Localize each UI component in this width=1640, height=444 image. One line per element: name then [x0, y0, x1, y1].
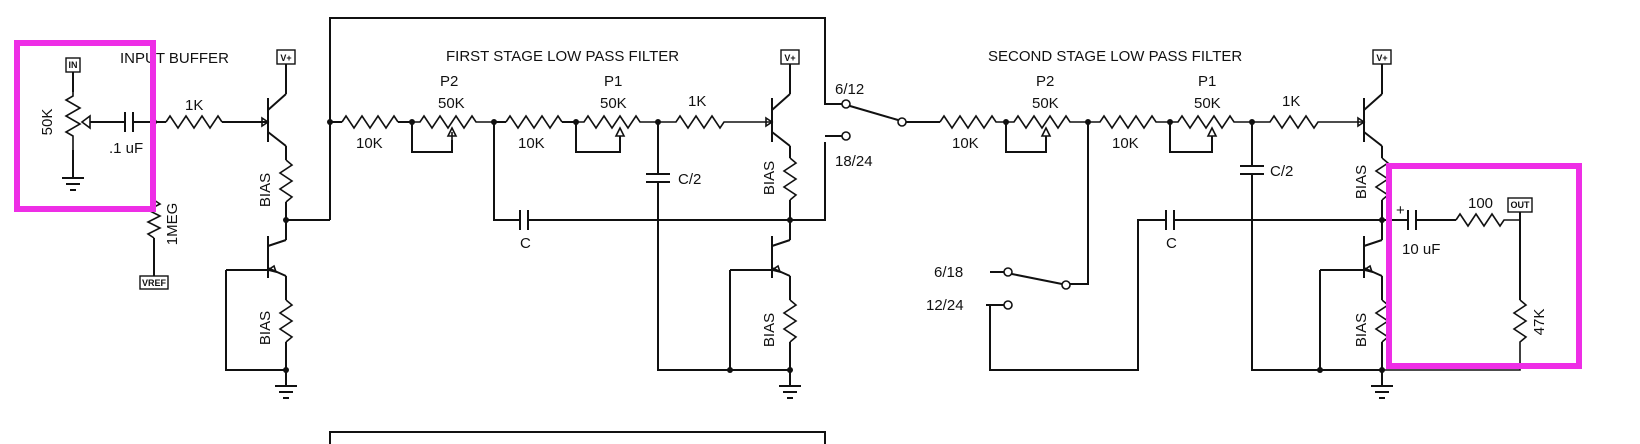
- p1-label-2: P1: [1198, 73, 1216, 90]
- vplus-tag-2: V+: [784, 53, 795, 63]
- p2-value-1: 50K: [438, 95, 465, 112]
- cap-c-1: [519, 210, 529, 230]
- switch-contact-6-12: [841, 99, 851, 109]
- bias-label-2: BIAS: [257, 311, 274, 345]
- cap-out-plus: +: [1396, 202, 1405, 219]
- vplus-terminal-1: V+: [276, 49, 296, 65]
- bottom-frame-partial: [329, 431, 826, 444]
- first-stage-title: FIRST STAGE LOW PASS FILTER: [446, 48, 679, 65]
- r-out-value: 100: [1468, 195, 1493, 212]
- r-10k-1a-value: 10K: [356, 135, 383, 152]
- resistor-100: [1455, 212, 1520, 228]
- bias-label-1: BIAS: [257, 173, 274, 207]
- resistor-1k-second: [1252, 114, 1364, 130]
- vplus-terminal-2: V+: [780, 49, 800, 65]
- highlight-box-output: [1386, 163, 1582, 369]
- r-10k-2a-value: 10K: [952, 135, 979, 152]
- switch-contact-6-18: [1003, 267, 1013, 277]
- first-stage-section: FIRST STAGE LOW PASS FILTER 10K P2 50K C…: [327, 48, 826, 399]
- vplus-tag-3: V+: [1376, 53, 1387, 63]
- transistor-q6: [1362, 236, 1383, 278]
- cap-out-value: 10 uF: [1402, 241, 1440, 258]
- resistor-10k-2a: [939, 114, 1006, 130]
- vref-tag-label: VREF: [142, 278, 167, 288]
- p2-label-1: P2: [440, 73, 458, 90]
- selector-switch-1: 6/12 18/24: [824, 81, 940, 170]
- p1-value-2: 50K: [1194, 95, 1221, 112]
- pot-p1-first: [576, 114, 658, 130]
- p1-value-1: 50K: [600, 95, 627, 112]
- switch-label-6-12: 6/12: [835, 81, 864, 98]
- vref-terminal: VREF: [139, 275, 169, 290]
- p1-label-1: P1: [604, 73, 622, 90]
- pot-p2-second: [1006, 114, 1088, 130]
- cap-c2-1: [646, 173, 670, 183]
- transistor-q5: [1357, 93, 1383, 147]
- vplus-terminal-3: V+: [1372, 49, 1392, 65]
- pot-input-value: 50K: [39, 109, 56, 136]
- switch-contact-12-24: [1003, 300, 1013, 310]
- bias-label-4: BIAS: [761, 313, 778, 347]
- r-10k-1b-value: 10K: [518, 135, 545, 152]
- p2-label-2: P2: [1036, 73, 1054, 90]
- vplus-tag-1: V+: [280, 53, 291, 63]
- r-1k-first-value: 1K: [688, 93, 706, 110]
- bias-label-6: BIAS: [1353, 313, 1370, 347]
- input-buffer-title: INPUT BUFFER: [120, 50, 229, 67]
- resistor-47k: [1382, 299, 1528, 371]
- cap-input-value: .1 uF: [109, 140, 143, 157]
- cap-c-1-label: C: [520, 235, 531, 252]
- switch-label-12-24: 12/24: [926, 297, 964, 314]
- switch-label-18-24: 18/24: [835, 153, 873, 170]
- switch-label-6-18: 6/18: [934, 264, 963, 281]
- r-input-value: 1K: [185, 97, 203, 114]
- second-stage-section: SECOND STAGE LOW PASS FILTER 10K P2 50K …: [926, 48, 1548, 399]
- cap-c2-2: [1240, 165, 1264, 175]
- ground-icon: [1371, 385, 1393, 399]
- transistor-q1: [261, 93, 287, 147]
- cap-input: [124, 112, 134, 132]
- r-load-value: 47K: [1531, 309, 1548, 336]
- p2-value-2: 50K: [1032, 95, 1059, 112]
- input-buffer-section: INPUT BUFFER IN 50K .1 uF 1MEG VREF: [39, 17, 826, 399]
- r-vref-value: 1MEG: [164, 203, 181, 246]
- ground-icon: [779, 385, 801, 399]
- pot-p1-second: [1170, 114, 1252, 130]
- ground-icon: [62, 177, 84, 191]
- second-stage-title: SECOND STAGE LOW PASS FILTER: [988, 48, 1242, 65]
- cap-c2-1-label: C/2: [678, 171, 701, 188]
- resistor-bias-3: [782, 157, 798, 201]
- in-tag-label: IN: [69, 60, 78, 70]
- pot-50k-input: [64, 92, 82, 150]
- cap-c-2: [1165, 210, 1175, 230]
- transistor-q2: [266, 236, 287, 278]
- r-1k-second-value: 1K: [1282, 93, 1300, 110]
- resistor-10k-2b: [1088, 114, 1170, 130]
- transistor-q4: [770, 236, 791, 278]
- cap-output: [1407, 210, 1417, 230]
- out-tag-label: OUT: [1511, 200, 1531, 210]
- resistor-bias-1: [278, 159, 294, 203]
- bias-label-3: BIAS: [761, 161, 778, 195]
- r-10k-2b-value: 10K: [1112, 135, 1139, 152]
- highlight-box-input: [14, 40, 156, 212]
- cap-c-2-label: C: [1166, 235, 1177, 252]
- bias-label-5: BIAS: [1353, 165, 1370, 199]
- pot-p2-first: [412, 114, 494, 130]
- resistor-1meg: [146, 199, 162, 239]
- transistor-q3: [765, 93, 791, 147]
- resistor-10k-1b: [505, 114, 563, 130]
- cap-c2-2-label: C/2: [1270, 163, 1293, 180]
- resistor-1k-input: [165, 114, 223, 130]
- ground-icon: [275, 385, 297, 399]
- resistor-10k-1a: [341, 114, 399, 130]
- resistor-bias-2: [278, 299, 294, 343]
- resistor-1k-first: [658, 114, 772, 130]
- resistor-bias-4: [782, 299, 798, 343]
- out-terminal: OUT: [1507, 197, 1533, 213]
- in-terminal: IN: [65, 57, 81, 73]
- switch-contact-18-24: [841, 131, 851, 141]
